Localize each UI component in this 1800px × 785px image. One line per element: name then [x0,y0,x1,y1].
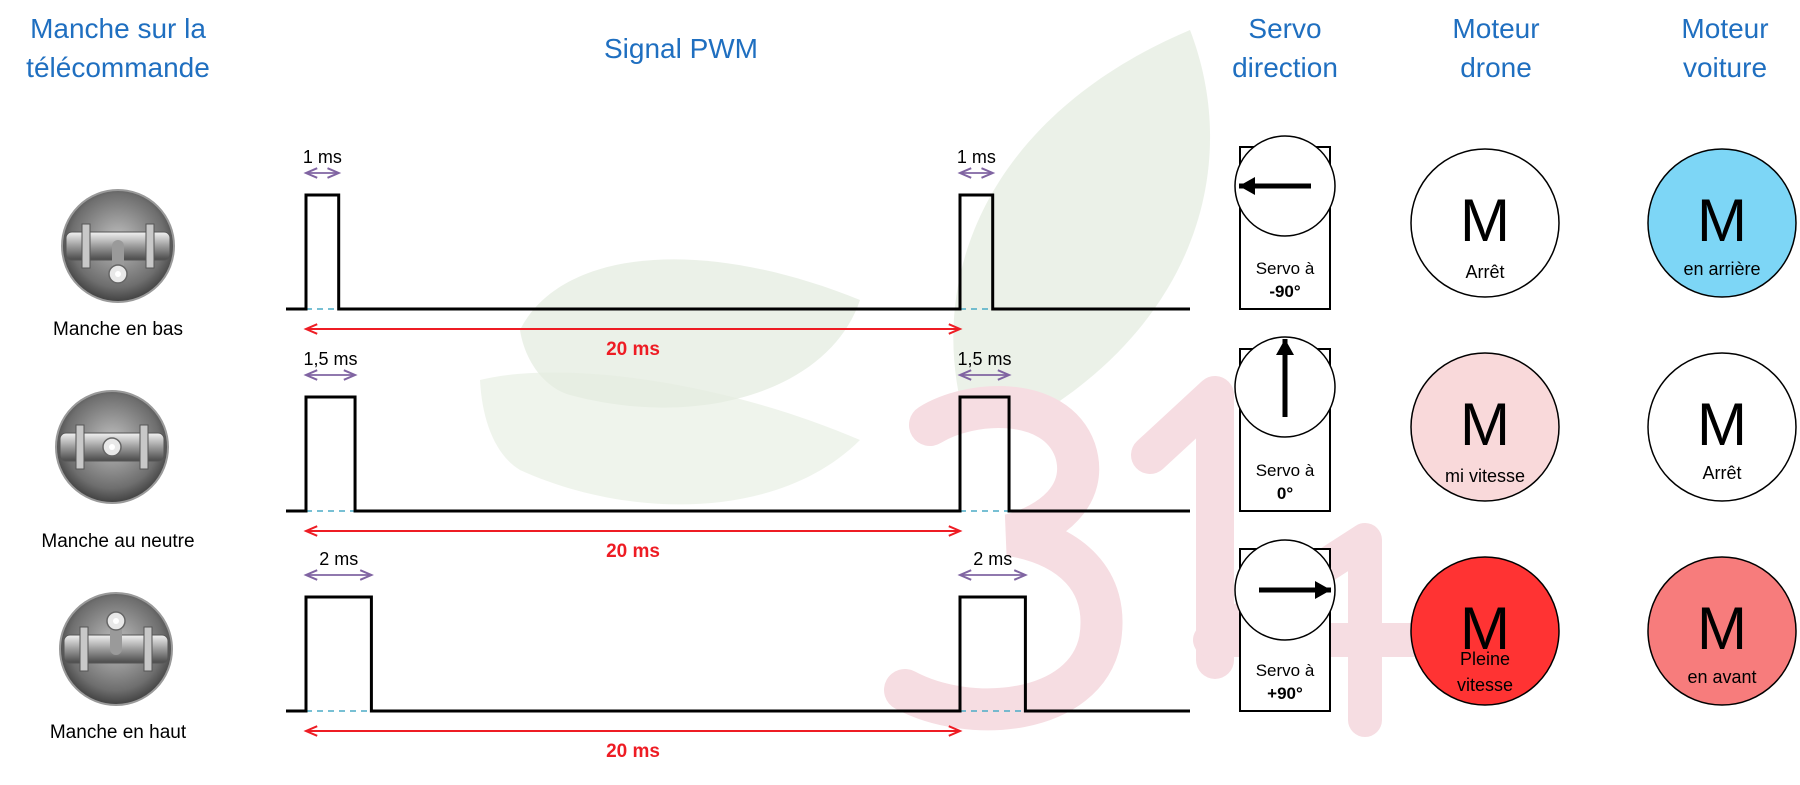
row-0: Manche en bas 1 ms 1 ms 20 ms Servo à -90° M Ar… [53,135,1797,360]
car-motor [1647,148,1797,298]
stick-clip-left [75,424,85,470]
car-motor-label: en arrière [1683,259,1760,279]
stick-label: Manche en haut [50,722,187,743]
servo-direction-arrow-head [1276,339,1294,355]
pulse-width-label-1: 2 ms [319,549,358,569]
servo-label: Servo à [1256,259,1315,278]
period-arrow-head-right [948,323,963,335]
pulse-width-label-2: 2 ms [973,549,1012,569]
period-arrow-head-left [303,525,318,537]
drone-motor-label: Arrêt [1465,262,1504,282]
header-stick-line2: télécommande [26,52,210,83]
stick-clip-left [81,223,91,269]
row-1: Manche au neutre 1,5 ms 1,5 ms 20 ms Servo à… [41,336,1797,562]
pwm-waveform [286,395,1190,513]
pulse-width-arrow-1-head-left [303,569,318,581]
drone-motor-label: Pleine [1460,649,1510,669]
servo-label: Servo à [1256,461,1315,480]
servo-direction-arrow-head [1239,177,1255,195]
header-drone-line2: drone [1460,52,1532,83]
pulse-width-arrow-1-head-right [327,167,342,179]
servo-label: Servo à [1256,661,1315,680]
drone-motor-letter: M [1460,595,1510,662]
pulse-width-arrow-2-head-left [957,369,972,381]
watermark-leaf-large [953,30,1211,428]
stick-clip-left [79,626,89,672]
watermark-leaf-small [520,259,860,408]
stick-label: Manche au neutre [41,531,194,552]
watermark-digit-1 [1131,376,1234,679]
pulse-width-arrow-2-head-right [981,167,996,179]
header-car-line2: voiture [1683,52,1767,83]
pulse-width-arrow-1-head-right [343,369,358,381]
period-arrow-head-right [948,725,963,737]
pulse-width-arrow-2-head-right [997,369,1012,381]
period-arrow-head-left [303,323,318,335]
drone-motor-label: mi vitesse [1445,466,1525,486]
stick-knob-highlight [115,271,121,277]
stick-clip-right [139,424,149,470]
header-pwm: Signal PWM [604,33,758,64]
period-label: 20 ms [606,741,660,762]
stick-clip-right [145,223,155,269]
pulse-width-arrow-1-head-left [303,369,318,381]
car-motor-letter: M [1697,187,1747,254]
pulse-width-label-1: 1,5 ms [304,349,358,369]
period-arrow-head-left [303,725,318,737]
car-motor-letter: M [1697,595,1747,662]
header-drone: Moteur [1452,13,1539,44]
servo-angle: -90° [1269,282,1301,301]
stick-clip-right [143,626,153,672]
drone-motor-letter: M [1460,187,1510,254]
period-label: 20 ms [606,339,660,360]
drone-motor [1410,352,1560,502]
drone-motor [1410,148,1560,298]
header-car: Moteur [1681,13,1768,44]
pulse-width-arrow-2-head-right [1013,569,1028,581]
pulse-width-arrow-2-head-left [957,569,972,581]
pulse-width-arrow-1-head-right [359,569,374,581]
car-motor [1647,352,1797,502]
car-motor-label: en avant [1687,667,1756,687]
pulse-width-label-2: 1,5 ms [958,349,1012,369]
drone-motor [1410,556,1560,706]
watermark-digit-3 [884,386,1123,731]
servo-angle: +90° [1267,684,1303,703]
header-servo: Servo [1248,13,1321,44]
header-servo-line2: direction [1232,52,1338,83]
stick-knob-highlight [113,618,119,624]
car-motor-letter: M [1697,391,1747,458]
header-stick: Manche sur la [30,13,206,44]
pwm-waveform [286,595,1190,713]
drone-motor-letter: M [1460,391,1510,458]
period-arrow-head-right [948,525,963,537]
car-motor-label: Arrêt [1702,463,1741,483]
servo-direction-arrow-head [1315,581,1331,599]
servo-angle: 0° [1277,484,1293,503]
watermark-logo [480,30,1437,737]
pwm-waveform [286,193,1190,311]
period-label: 20 ms [606,541,660,562]
stick-label: Manche en bas [53,319,183,340]
drone-motor-label-line2: vitesse [1457,675,1513,695]
pulse-width-label-1: 1 ms [303,147,342,167]
car-motor [1647,556,1797,706]
pulse-width-label-2: 1 ms [957,147,996,167]
watermark-leaf-bottom [480,372,860,505]
pulse-width-arrow-1-head-left [303,167,318,179]
pulse-width-arrow-2-head-left [957,167,972,179]
stick-knob-highlight [109,444,115,450]
